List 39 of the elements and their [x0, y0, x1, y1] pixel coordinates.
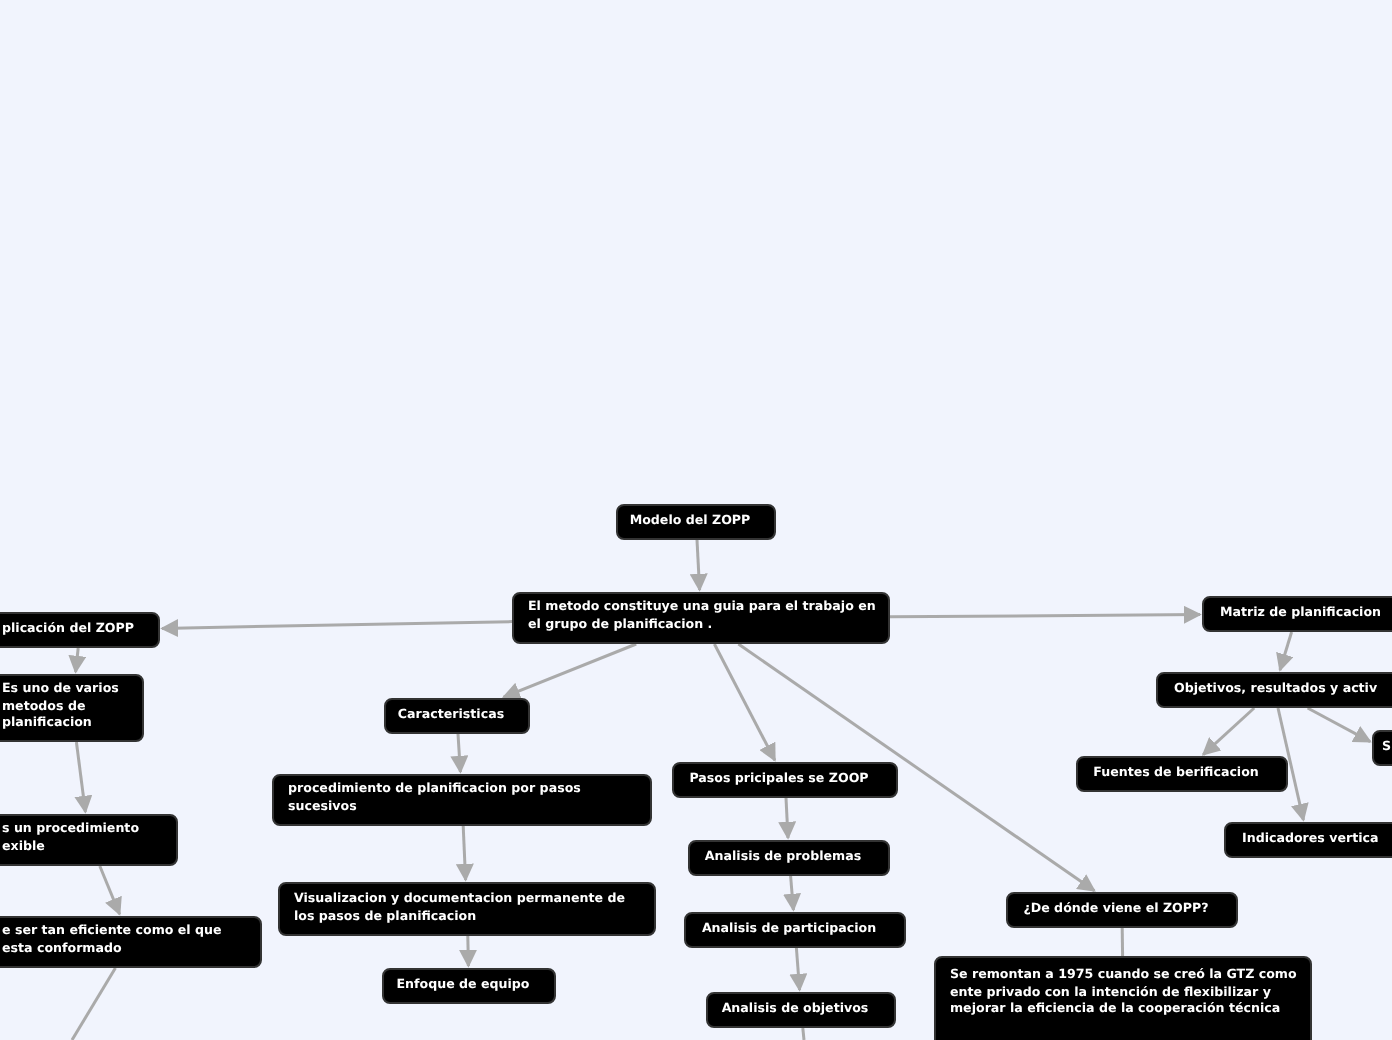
connector-line [1120, 927, 1125, 957]
topic-box [1076, 756, 1288, 792]
topic-box [278, 882, 656, 936]
connector-line [70, 967, 117, 1040]
arrow [1276, 631, 1294, 672]
topic-box [1156, 672, 1392, 708]
arrow [501, 642, 637, 700]
topic-box [1006, 892, 1238, 928]
arrow [1201, 706, 1256, 756]
topic-box [272, 774, 652, 826]
topic-box [1202, 596, 1392, 632]
arrow [459, 935, 478, 968]
topic-box [0, 916, 262, 968]
arrow [74, 741, 93, 814]
arrow [783, 875, 802, 912]
topic-box [512, 592, 890, 644]
topic-box [382, 968, 556, 1004]
arrow [68, 647, 87, 674]
arrow [98, 865, 122, 916]
topic-box [688, 840, 890, 876]
arrow [789, 947, 808, 992]
topic-box [672, 762, 898, 798]
topic-box [384, 698, 530, 734]
arrow [450, 733, 469, 774]
arrow [455, 825, 474, 882]
arrow [713, 643, 777, 762]
arrow [689, 539, 708, 592]
arrow [160, 619, 513, 638]
arrow [778, 797, 797, 840]
topic-box [616, 504, 776, 540]
arrow [1276, 707, 1309, 822]
arrow [737, 642, 1096, 893]
arrow [890, 605, 1202, 624]
topic-box [684, 912, 906, 948]
arrow [1306, 706, 1372, 743]
topic-box [706, 992, 896, 1028]
connector-line [801, 1027, 806, 1040]
topic-box [1224, 822, 1392, 858]
topic-box [934, 956, 1312, 1040]
